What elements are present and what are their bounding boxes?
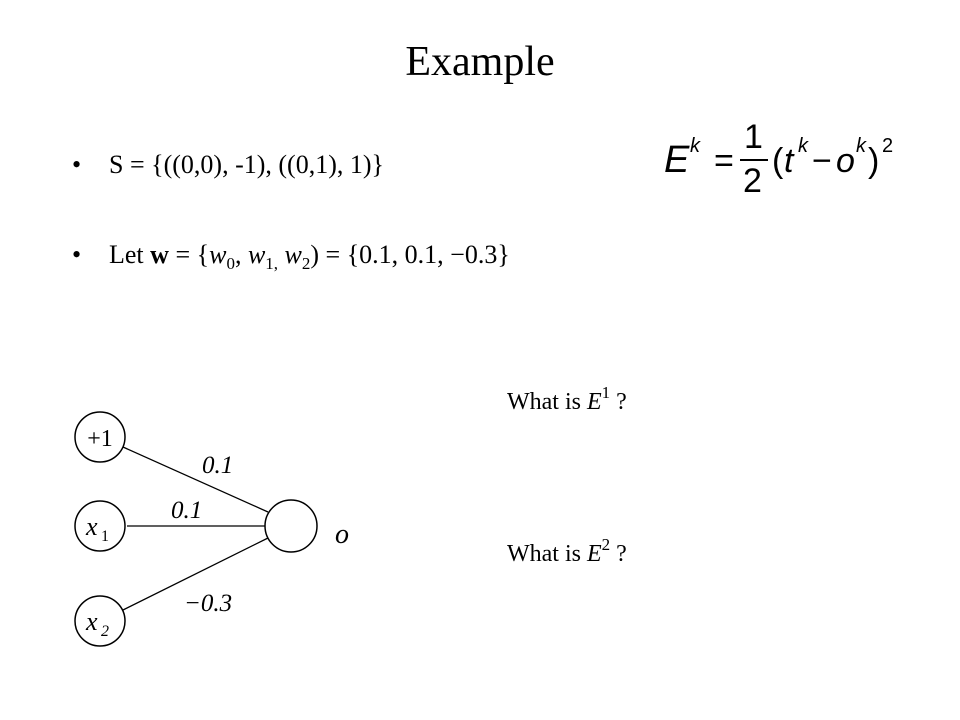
weights-eq-open: = { (168, 240, 210, 269)
question-e2-text: What is (507, 541, 587, 567)
bullet-training-set: • S = {((0,0), -1), ((0,1), 1)} (72, 148, 384, 182)
weight-label-x1: 0.1 (171, 497, 202, 524)
formula-t: t (784, 142, 795, 180)
question-e1-sup: 1 (601, 383, 611, 402)
question-e2-end: ? (610, 541, 627, 567)
edge-bias-to-output (122, 446, 269, 513)
question-e2-var: E (586, 541, 602, 567)
formula-power: 2 (882, 135, 893, 157)
weight-label-x2: −0.3 (184, 590, 232, 617)
input-x1-sub: 1 (101, 528, 109, 545)
slide-title: Example (405, 39, 555, 85)
error-formula: E k = 1 2 ( t k − o k ) 2 (664, 118, 893, 200)
formula-open-paren: ( (772, 142, 784, 180)
weights-values: ) = {0.1, 0.1, −0.3} (310, 240, 510, 269)
formula-o-sup: k (856, 135, 867, 157)
weight-w2-var: w (284, 240, 302, 269)
bullet-weights: •Let w = {w0, w1, w2) = {0.1, 0.1, −0.3} (72, 238, 510, 281)
output-node (264, 499, 318, 553)
bias-node-label: +1 (87, 426, 113, 452)
formula-lhs-sup: k (690, 135, 701, 157)
weights-prefix: Let (109, 240, 151, 269)
bias-node (74, 411, 126, 463)
question-e2: What is E2 ? (507, 530, 627, 569)
question-e1: What is E1 ? (507, 378, 627, 417)
input-x1-var: x (85, 512, 98, 541)
input-node-x1 (74, 500, 126, 552)
formula-o: o (836, 142, 855, 180)
formula-equals: = (714, 142, 734, 180)
weight-w1-var: w (247, 240, 266, 269)
input-node-x2 (74, 595, 126, 647)
formula-numerator: 1 (744, 118, 763, 156)
question-e1-text: What is (507, 389, 587, 415)
weight-label-bias: 0.1 (202, 452, 233, 479)
input-x2-var: x (85, 607, 98, 636)
weights-comma-1: , (234, 240, 248, 269)
bullet-marker: • (72, 150, 82, 179)
formula-denominator: 2 (743, 162, 762, 200)
training-set-text: S = {((0,0), -1), ((0,1), 1)} (109, 150, 385, 179)
weight-w0-var: w (209, 240, 227, 269)
weight-w1-sub: 1, (265, 254, 279, 273)
formula-close-paren: ) (868, 142, 879, 180)
input-x2-sub: 2 (101, 623, 109, 640)
weight-w0-sub: 0 (226, 254, 235, 273)
weights-vector-symbol: w (150, 240, 169, 269)
question-e2-sup: 2 (601, 535, 611, 554)
edge-x2-to-output (122, 537, 269, 611)
output-label: o (335, 519, 349, 550)
weight-w2-sub: 2 (301, 254, 311, 273)
question-e1-end: ? (610, 389, 627, 415)
formula-lhs-e: E (664, 139, 690, 181)
formula-t-sup: k (798, 135, 809, 157)
bullet-marker: • (72, 240, 82, 269)
formula-minus: − (812, 142, 832, 180)
question-e1-var: E (586, 389, 602, 415)
